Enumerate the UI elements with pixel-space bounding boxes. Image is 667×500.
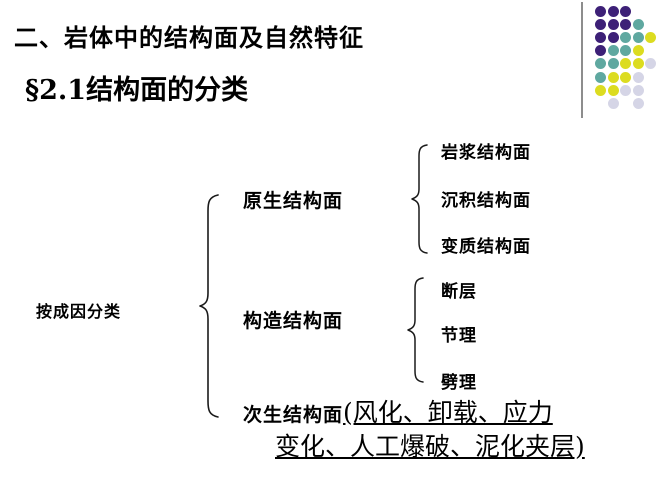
decorative-dot xyxy=(595,84,606,96)
leaf-label-cleavage: 劈理 xyxy=(441,373,477,393)
branch-note-secondary-line2: 变化、人工爆破、泥化夹层) xyxy=(275,432,585,461)
decorative-dot xyxy=(620,84,632,96)
branch-label-tectonic: 构造结构面 xyxy=(243,310,344,332)
decorative-dot xyxy=(632,45,644,57)
leaf-label-metamorphic: 变质结构面 xyxy=(441,237,531,257)
decorative-dot xyxy=(607,6,619,17)
decorative-dot xyxy=(632,97,644,109)
decorative-dot xyxy=(595,58,606,70)
decorative-dot xyxy=(620,6,632,17)
decorative-dot xyxy=(620,32,632,44)
decorative-dot xyxy=(607,58,619,70)
decorative-dot xyxy=(607,19,619,31)
decorative-dot xyxy=(632,19,644,31)
leaf-label-magmatic: 岩浆结构面 xyxy=(441,143,531,163)
vertical-divider-line xyxy=(581,2,583,118)
decorative-dot xyxy=(620,58,632,70)
decorative-dot xyxy=(620,19,632,31)
decorative-dot xyxy=(595,71,606,83)
decorative-dot xyxy=(607,32,619,44)
leaf-label-sedimentary: 沉积结构面 xyxy=(441,191,531,211)
decorative-dot xyxy=(632,71,644,83)
decorative-dot xyxy=(607,84,619,96)
dot-grid-graphic xyxy=(595,6,667,118)
decorative-dot xyxy=(595,45,606,57)
decorative-dot xyxy=(645,32,657,44)
decorative-dot xyxy=(632,32,644,44)
leaf-label-joint: 节理 xyxy=(441,326,477,346)
tree-root-label: 按成因分类 xyxy=(36,302,122,321)
page-title: 二、岩体中的结构面及自然特征 xyxy=(14,24,364,52)
decorative-dot xyxy=(595,32,606,44)
decorative-dot xyxy=(620,45,632,57)
decorative-dot xyxy=(595,19,606,31)
decorative-dot xyxy=(595,6,606,17)
branch-label-secondary: 次生结构面 xyxy=(243,404,344,426)
decorative-dot xyxy=(645,58,657,70)
decorative-dot xyxy=(607,71,619,83)
decorative-dot xyxy=(607,45,619,57)
leaf-label-fault: 断层 xyxy=(441,282,477,302)
branch-note-secondary-line1: (风化、卸载、应力 xyxy=(343,398,553,427)
decorative-dot xyxy=(620,71,632,83)
decorative-dot xyxy=(607,97,619,109)
branch-group-secondary: 次生结构面(风化、卸载、应力 变化、人工爆破、泥化夹层) xyxy=(243,396,667,464)
brace-outer xyxy=(197,193,223,419)
section-subtitle: §2.1结构面的分类 xyxy=(25,75,249,106)
decorative-dot xyxy=(632,58,644,70)
brace-primary-group xyxy=(410,143,432,255)
branch-label-primary: 原生结构面 xyxy=(243,190,344,212)
decorative-dot xyxy=(632,84,644,96)
brace-tectonic-group xyxy=(406,276,428,384)
